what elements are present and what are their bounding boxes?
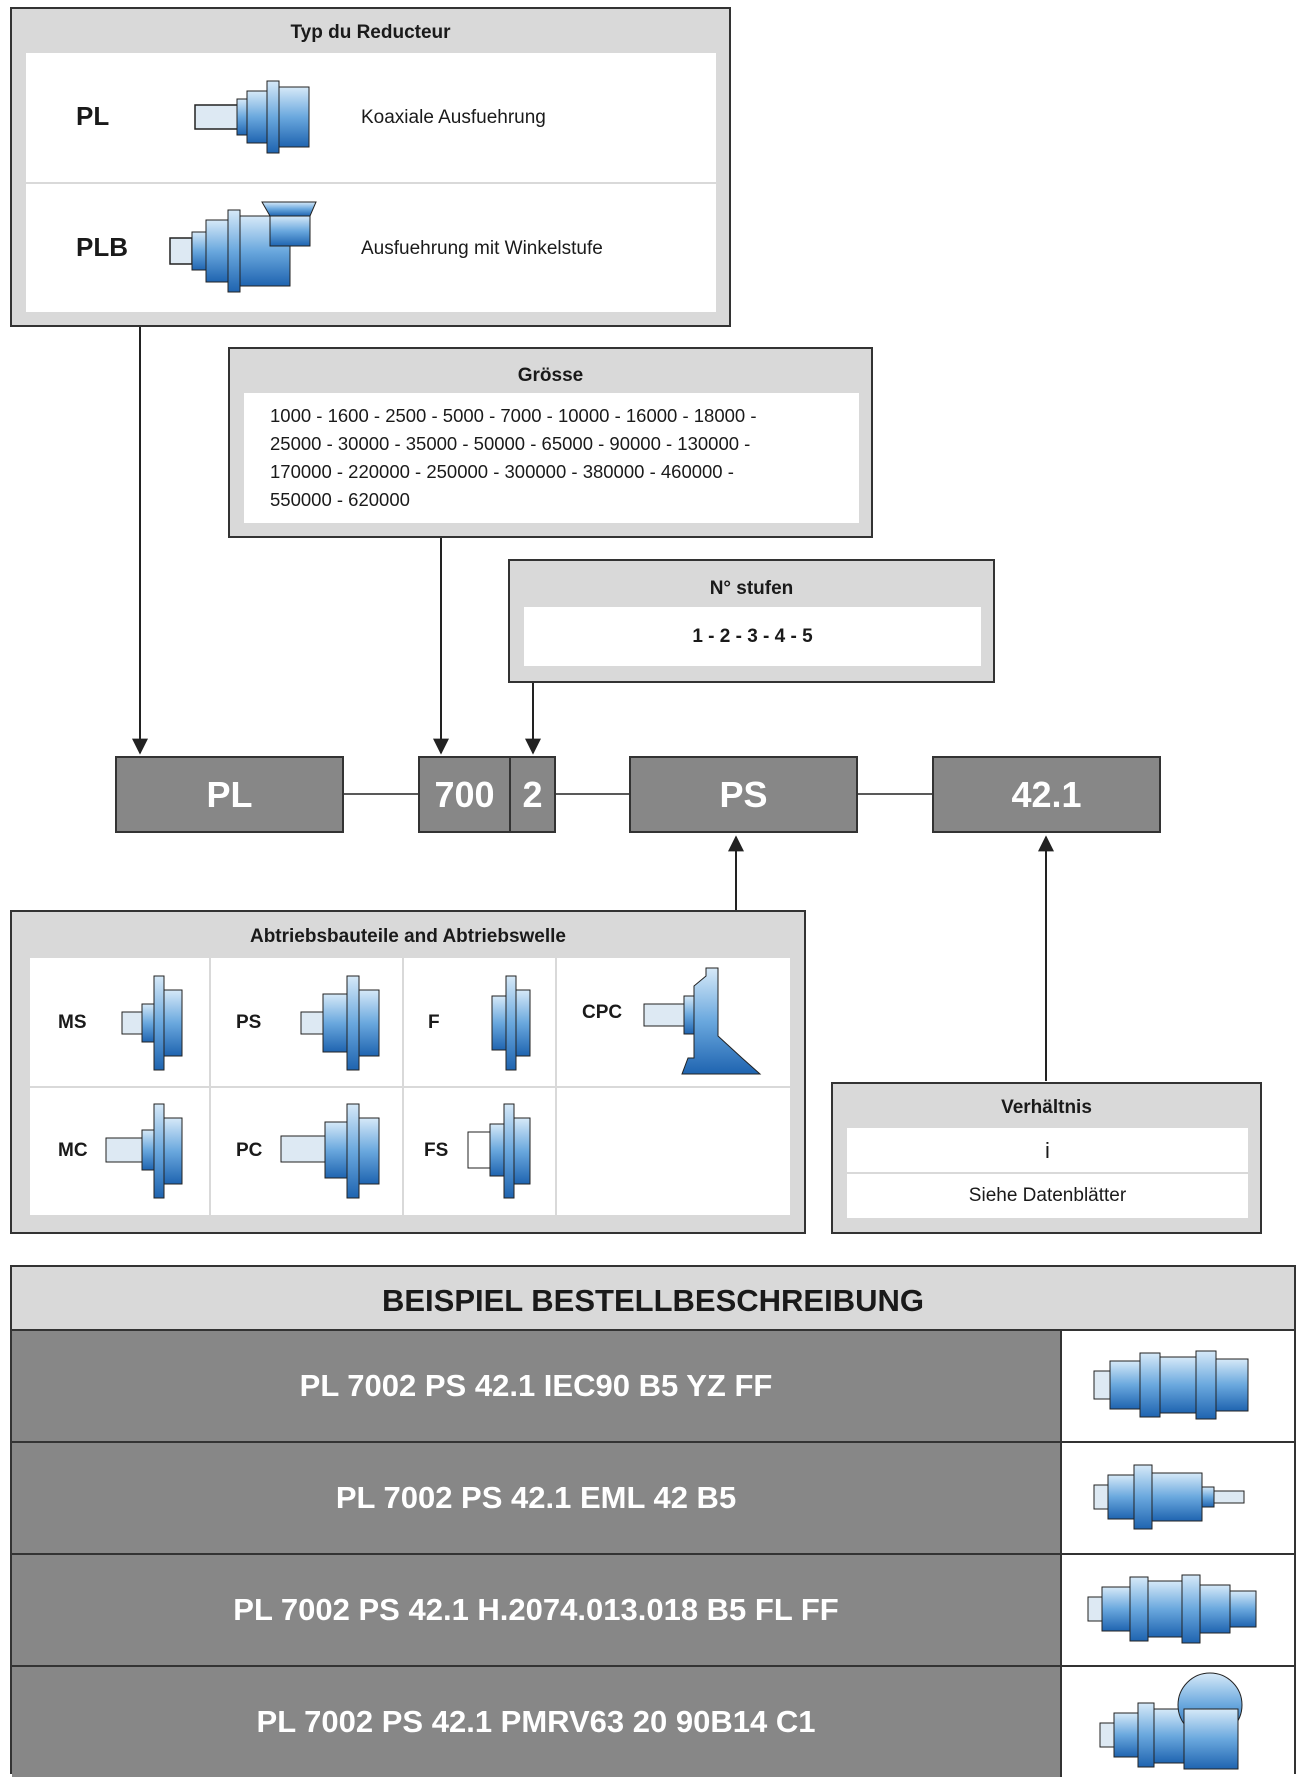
code-stages: 2 — [509, 756, 556, 833]
code-ratio: 42.1 — [932, 756, 1161, 833]
output-code: MS — [58, 1012, 87, 1033]
size-box: Grösse 1000 - 1600 - 2500 - 5000 - 7000 … — [228, 347, 873, 538]
reducer-type-row: PL Koaxiale Ausfuehrung — [26, 53, 716, 182]
reducer-type-row: PLB Ausfuehrung mit Winkelstufe — [26, 184, 716, 312]
hollow-shaft-flange-icon — [467, 1103, 531, 1199]
angle-gearbox-icon — [169, 201, 317, 293]
output-code: F — [428, 1012, 440, 1033]
output-cell: FS — [404, 1088, 555, 1215]
code-size: 700 — [418, 756, 511, 833]
splined-shaft-flange-icon — [300, 975, 380, 1071]
ratio-note-panel: Siehe Datenblätter — [847, 1174, 1248, 1218]
example-image-cell — [1060, 1665, 1294, 1777]
example-row: PL 7002 PS 42.1 PMRV63 20 90B14 C1 — [12, 1665, 1060, 1777]
reducer-type-code: PLB — [76, 232, 128, 262]
reducer-type-title: Typ du Reducteur — [290, 22, 451, 43]
size-values-line: 170000 - 220000 - 250000 - 300000 - 3800… — [270, 461, 734, 482]
output-code: MC — [58, 1140, 88, 1161]
example-table: BEISPIEL BESTELLBESCHREIBUNG PL 7002 PS … — [10, 1265, 1296, 1777]
size-values-panel: 1000 - 1600 - 2500 - 5000 - 7000 - 10000… — [244, 393, 859, 523]
output-code: PS — [236, 1012, 262, 1033]
ratio-symbol: i — [1045, 1138, 1050, 1163]
ratio-title: Verhältnis — [1001, 1097, 1092, 1118]
ratio-symbol-panel: i — [847, 1128, 1248, 1172]
reducer-type-description: Koaxiale Ausfuehrung — [361, 107, 546, 128]
gearbox-with-shaft-input-icon — [1093, 1464, 1245, 1530]
splined-shaft-flange-icon — [121, 975, 183, 1071]
gearbox-with-worm-stage-icon — [1099, 1672, 1243, 1770]
reducer-type-code: PL — [76, 101, 110, 131]
output-cell: CPC — [557, 958, 790, 1086]
stages-values-panel: 1 - 2 - 3 - 4 - 5 — [524, 607, 981, 666]
coaxial-gearbox-icon — [194, 80, 310, 154]
output-cell-empty — [557, 1088, 790, 1215]
example-row: PL 7002 PS 42.1 EML 42 B5 — [12, 1441, 1060, 1553]
output-cell: PS — [211, 958, 402, 1086]
reducer-type-description: Ausfuehrung mit Winkelstufe — [361, 238, 603, 259]
output-cell: F — [404, 958, 555, 1086]
solid-shaft-flange-icon — [280, 1103, 380, 1199]
size-values-line: 1000 - 1600 - 2500 - 5000 - 7000 - 10000… — [270, 405, 757, 426]
ratio-box: Verhältnis i Siehe Datenblätter — [831, 1082, 1262, 1234]
reducer-type-box: Typ du Reducteur PL Koaxiale Ausfuehrung… — [10, 7, 731, 327]
example-row: PL 7002 PS 42.1 IEC90 B5 YZ FF — [12, 1329, 1060, 1441]
gearbox-with-motor-adapter-icon — [1093, 1350, 1249, 1420]
stages-title: N° stufen — [709, 578, 794, 599]
ratio-note: Siehe Datenblätter — [968, 1185, 1127, 1206]
example-title: BEISPIEL BESTELLBESCHREIBUNG — [381, 1283, 924, 1318]
female-splined-flange-icon — [491, 975, 531, 1071]
size-values-line: 550000 - 620000 — [270, 489, 410, 510]
stages-values: 1 - 2 - 3 - 4 - 5 — [692, 626, 813, 647]
example-image-cell — [1060, 1329, 1294, 1441]
output-code: CPC — [582, 1002, 623, 1023]
code-output: PS — [629, 756, 858, 833]
output-code: FS — [424, 1140, 449, 1161]
solid-shaft-flange-icon — [105, 1103, 183, 1199]
output-cell: MS — [30, 958, 209, 1086]
example-image-cell — [1060, 1553, 1294, 1665]
output-title: Abtriebsbauteile and Abtriebswelle — [249, 926, 567, 947]
stages-box: N° stufen 1 - 2 - 3 - 4 - 5 — [508, 559, 995, 683]
connector-lines — [132, 326, 1054, 1081]
gearbox-with-hydraulic-adapter-icon — [1087, 1574, 1257, 1644]
foot-mount-output-icon — [643, 967, 762, 1075]
output-cell: PC — [211, 1088, 402, 1215]
size-values-line: 25000 - 30000 - 35000 - 50000 - 65000 - … — [270, 433, 751, 454]
output-box: Abtriebsbauteile and Abtriebswelle MS PS… — [10, 910, 806, 1234]
output-cell: MC — [30, 1088, 209, 1215]
example-image-cell — [1060, 1441, 1294, 1553]
code-type: PL — [115, 756, 344, 833]
example-row: PL 7002 PS 42.1 H.2074.013.018 B5 FL FF — [12, 1553, 1060, 1665]
output-code: PC — [236, 1140, 263, 1161]
size-title: Grösse — [517, 365, 584, 386]
